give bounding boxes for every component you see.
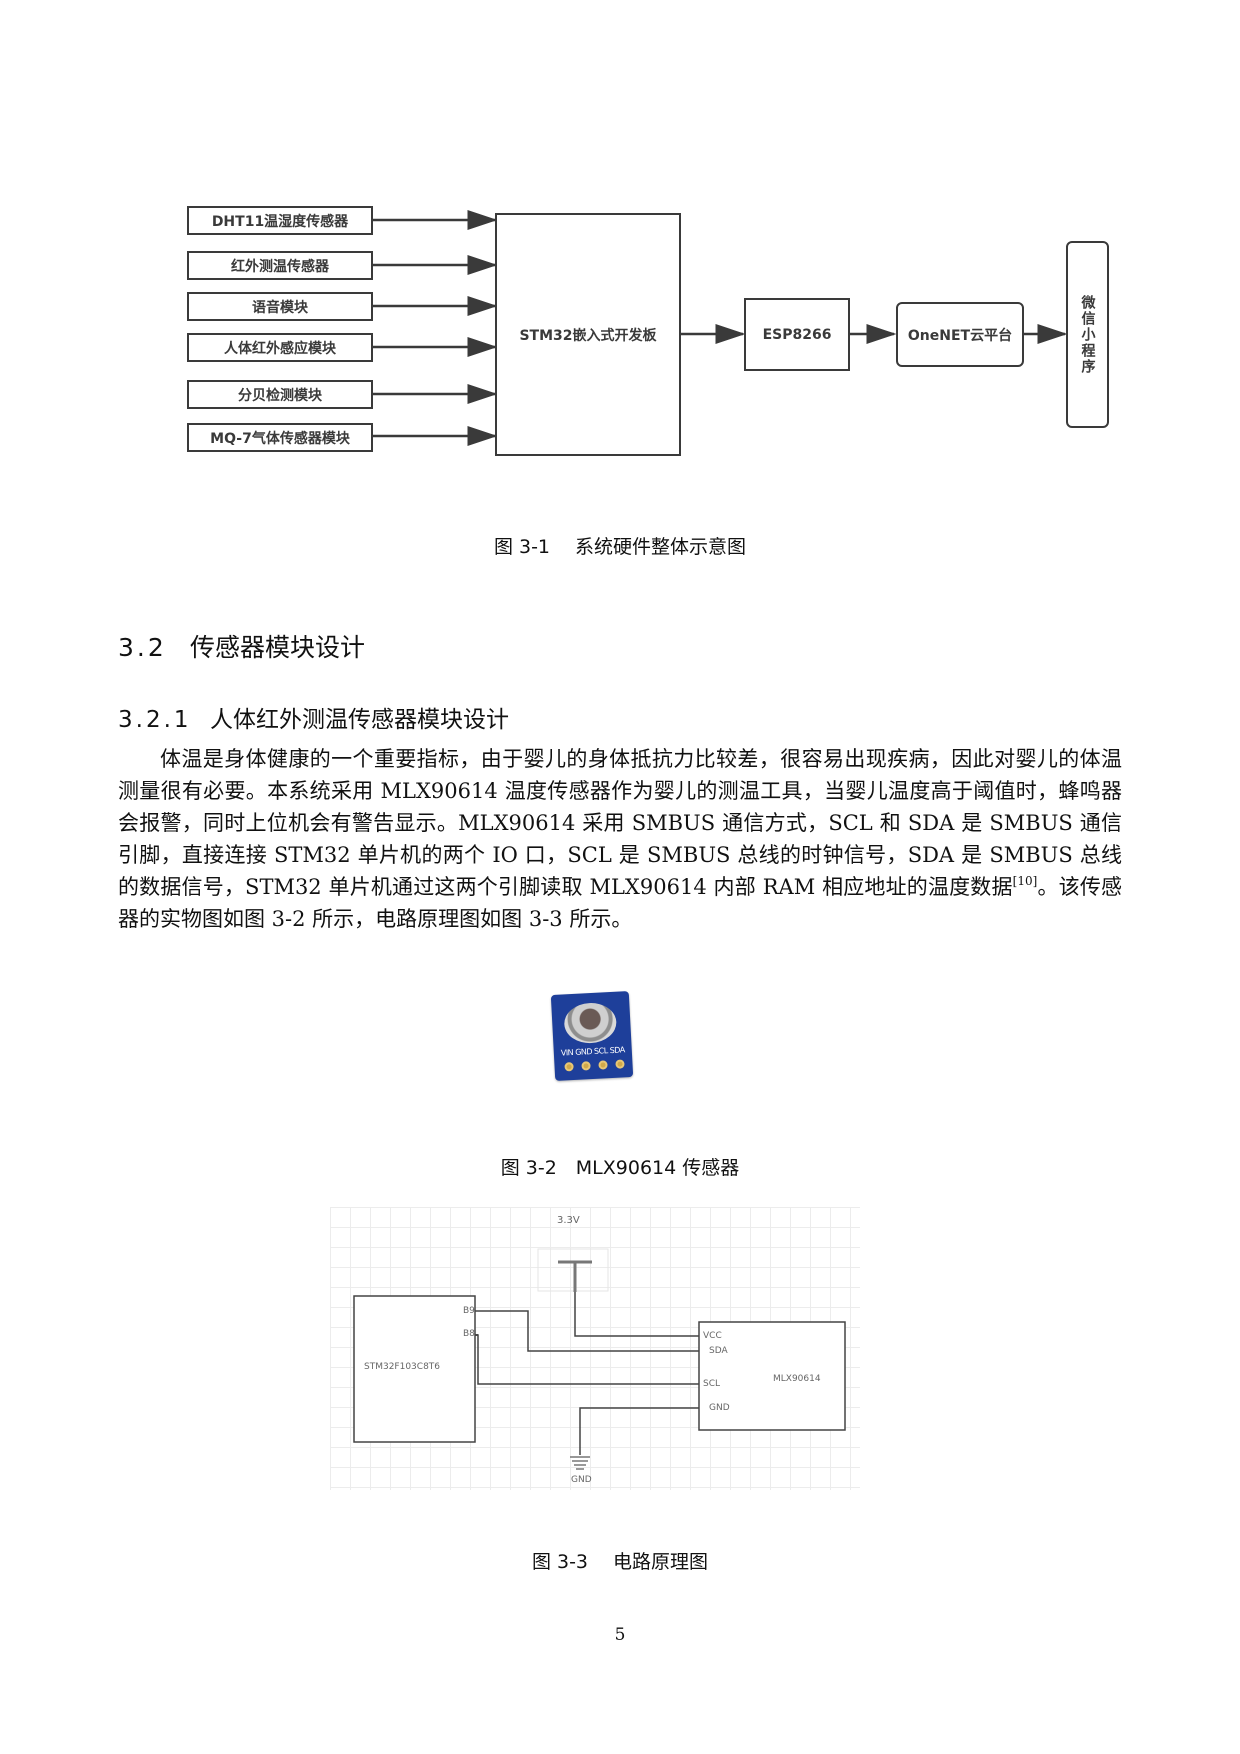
block-label: STM32嵌入式开发板 [519, 327, 657, 344]
section-title: 传感器模块设计 [190, 633, 366, 662]
page-number: 5 [614, 1625, 626, 1645]
citation-reference: [10] [1012, 874, 1038, 888]
mcu-label: STM32F103C8T6 [364, 1362, 441, 1372]
input-block-decibel: 分贝检测模块 [187, 380, 373, 409]
section-heading: 3.2 传感器模块设计 [118, 628, 365, 664]
sensor-pin-gnd: GND [709, 1403, 730, 1413]
sensor-pin-labels: VIN GND SCL SDA [560, 1045, 625, 1058]
mlx90614-sensor-photo: VIN GND SCL SDA [550, 991, 634, 1081]
paragraph-text: 体温是身体健康的一个重要指标，由于婴儿的身体抵抗力比较差，很容易出现疾病，因此对… [118, 747, 1122, 899]
block-label: MQ-7气体传感器模块 [210, 430, 350, 447]
sensor-can [563, 1001, 618, 1045]
section-number: 3.2 [118, 633, 167, 662]
supply-voltage-label: 3.3V [557, 1215, 580, 1226]
subsection-heading: 3.2.1 人体红外测温传感器模块设计 [118, 700, 509, 734]
wifi-module-block: ESP8266 [744, 298, 850, 371]
mcu-pin-b9: B9 [463, 1306, 475, 1316]
figure-3-2-caption: 图 3-2 MLX90614 传感器 [500, 1157, 740, 1179]
subsection-number: 3.2.1 [118, 707, 192, 733]
mcu-pin-b8: B8 [463, 1329, 475, 1339]
block-label: 分贝检测模块 [238, 387, 322, 404]
sensor-pin-vcc: VCC [703, 1331, 722, 1341]
input-block-ir-temp: 红外测温传感器 [187, 251, 373, 280]
block-label: 语音模块 [252, 299, 308, 316]
body-paragraph: 体温是身体健康的一个重要指标，由于婴儿的身体抵抗力比较差，很容易出现疾病，因此对… [118, 743, 1122, 935]
block-label: DHT11温湿度传感器 [211, 213, 349, 230]
figure-3-3-caption: 图 3-3 电路原理图 [531, 1551, 709, 1573]
ground-label: GND [571, 1475, 592, 1485]
diagram-connector-arrows [373, 210, 1068, 446]
sensor-label: MLX90614 [773, 1374, 821, 1384]
input-block-dht11: DHT11温湿度传感器 [187, 206, 373, 235]
cloud-platform-block: OneNET云平台 [896, 302, 1024, 367]
block-label: OneNET云平台 [907, 327, 1013, 344]
input-block-pir: 人体红外感应模块 [187, 333, 373, 362]
mcu-block: STM32嵌入式开发板 [495, 213, 681, 456]
block-label: ESP8266 [762, 326, 832, 343]
sensor-pin-sda: SDA [709, 1346, 728, 1356]
input-block-mq7: MQ-7气体传感器模块 [187, 423, 373, 452]
sensor-pin-scl: SCL [703, 1379, 721, 1389]
figure-3-3-circuit-schematic: 3.3V STM32F103C8T6 B9 B8 MLX90614 VCC SD… [330, 1207, 860, 1490]
paragraph-text-end: 。该传感器的实物图如图 3-2 所示，电路原理图如图 3-3 所示。 [118, 875, 1122, 931]
block-label: 微信小程序 [1079, 294, 1096, 375]
input-block-voice: 语音模块 [187, 292, 373, 321]
block-label: 人体红外感应模块 [224, 340, 336, 357]
wechat-mini-program-block: 微信小程序 [1066, 241, 1109, 428]
subsection-title: 人体红外测温传感器模块设计 [210, 707, 509, 733]
block-label: 红外测温传感器 [231, 258, 329, 275]
sensor-pin-holes [564, 1059, 625, 1072]
figure-3-1-caption: 图 3-1 系统硬件整体示意图 [493, 536, 747, 558]
schematic-wires [353, 1248, 846, 1470]
